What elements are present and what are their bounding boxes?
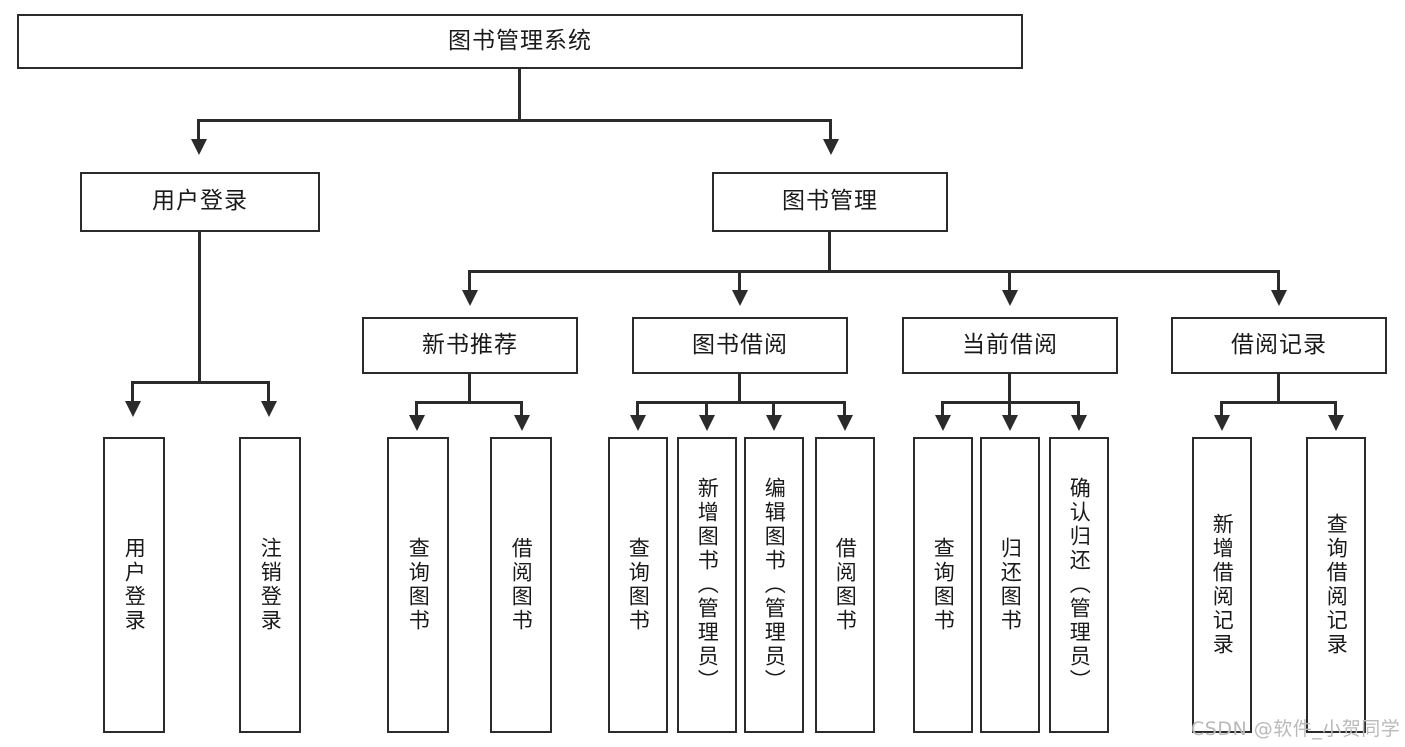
arrow-down-icon [1002, 415, 1018, 431]
connector-bookborrow-bar [636, 401, 846, 404]
arrow-down-icon [514, 415, 530, 431]
node-label: 当前借阅 [962, 331, 1058, 358]
connector-currentborrow-drop-1 [941, 401, 944, 417]
connector-currentborrow-drop-2 [1008, 401, 1011, 417]
arrow-down-icon [699, 415, 715, 431]
arrow-down-icon [191, 139, 207, 155]
connector-bookmgmt-drop-4 [1277, 270, 1280, 292]
connector-userlogin-right-drop [267, 381, 270, 403]
node-label: 确认归还（管理员） [1067, 477, 1092, 693]
node-label: 用户登录 [122, 537, 147, 633]
leaf-return-book[interactable]: 归还图书 [980, 437, 1040, 733]
node-label: 查询图书 [626, 537, 651, 633]
connector-bookborrow-drop-1 [636, 401, 639, 417]
node-label: 查询图书 [406, 537, 431, 633]
arrow-down-icon [935, 415, 951, 431]
node-label: 查询图书 [931, 537, 956, 633]
connector-root-stem [518, 69, 521, 121]
node-book-borrow[interactable]: 图书借阅 [632, 317, 848, 374]
connector-borrowrecord-stem [1277, 374, 1280, 403]
arrow-down-icon [630, 415, 646, 431]
leaf-confirm-return-admin[interactable]: 确认归还（管理员） [1049, 437, 1109, 733]
connector-newbook-drop-2 [520, 401, 523, 417]
arrow-down-icon [1071, 415, 1087, 431]
leaf-query-book[interactable]: 查询图书 [608, 437, 668, 733]
connector-userlogin-left-drop [131, 381, 134, 403]
node-label: 注销登录 [258, 537, 283, 633]
connector-userlogin-bar [131, 381, 270, 384]
connector-newbook-stem [468, 374, 471, 403]
arrow-down-icon [1328, 415, 1344, 431]
connector-bookmgmt-drop-3 [1008, 270, 1011, 292]
node-label: 图书借阅 [692, 331, 788, 358]
node-label: 借阅记录 [1231, 331, 1327, 358]
node-label: 归还图书 [998, 537, 1023, 633]
leaf-query-borrow-record[interactable]: 查询借阅记录 [1306, 437, 1366, 733]
node-borrow-record[interactable]: 借阅记录 [1171, 317, 1387, 374]
node-label: 新书推荐 [422, 331, 518, 358]
arrow-down-icon [837, 415, 853, 431]
arrow-down-icon [1271, 290, 1287, 306]
leaf-user-logout[interactable]: 注销登录 [239, 437, 301, 733]
leaf-borrow-book-recommend[interactable]: 借阅图书 [490, 437, 552, 733]
node-current-borrow[interactable]: 当前借阅 [902, 317, 1118, 374]
node-label: 借阅图书 [833, 537, 858, 633]
connector-borrowrecord-drop-1 [1220, 401, 1223, 417]
connector-borrowrecord-drop-2 [1334, 401, 1337, 417]
connector-bookmgmt-drop-2 [738, 270, 741, 292]
arrow-down-icon [462, 290, 478, 306]
connector-bookborrow-drop-2 [705, 401, 708, 417]
connector-root-right-drop [829, 119, 832, 141]
leaf-query-book-current[interactable]: 查询图书 [913, 437, 973, 733]
connector-bookborrow-drop-3 [772, 401, 775, 417]
node-book-management[interactable]: 图书管理 [712, 172, 948, 232]
node-label: 新增图书（管理员） [695, 477, 720, 693]
arrow-down-icon [125, 401, 141, 417]
node-label: 借阅图书 [509, 537, 534, 633]
connector-root-bar [197, 119, 832, 122]
arrow-down-icon [732, 290, 748, 306]
connector-bookmgmt-stem [828, 232, 831, 272]
arrow-down-icon [1214, 415, 1230, 431]
connector-bookborrow-stem [738, 374, 741, 403]
arrow-down-icon [1002, 290, 1018, 306]
connector-newbook-drop-1 [415, 401, 418, 417]
node-label: 图书管理 [782, 188, 878, 215]
connector-currentborrow-drop-3 [1077, 401, 1080, 417]
arrow-down-icon [261, 401, 277, 417]
connector-bookmgmt-drop-1 [468, 270, 471, 292]
connector-root-left-drop [197, 119, 200, 141]
node-label: 编辑图书（管理员） [762, 477, 787, 693]
node-root-system[interactable]: 图书管理系统 [17, 14, 1023, 69]
leaf-add-borrow-record[interactable]: 新增借阅记录 [1192, 437, 1252, 733]
watermark-text: CSDN @软件_小贺同学 [1191, 718, 1401, 740]
leaf-add-book-admin[interactable]: 新增图书（管理员） [677, 437, 737, 733]
connector-bookmgmt-bar [468, 270, 1280, 273]
node-label: 新增借阅记录 [1210, 513, 1235, 657]
connector-newbook-bar [415, 401, 523, 404]
node-label: 图书管理系统 [448, 27, 592, 54]
leaf-query-book-recommend[interactable]: 查询图书 [387, 437, 449, 733]
connector-bookborrow-drop-4 [843, 401, 846, 417]
connector-userlogin-stem [198, 232, 201, 383]
connector-currentborrow-stem [1008, 374, 1011, 403]
node-new-book-recommend[interactable]: 新书推荐 [362, 317, 578, 374]
node-label: 用户登录 [152, 188, 248, 215]
node-label: 查询借阅记录 [1324, 513, 1349, 657]
arrow-down-icon [409, 415, 425, 431]
leaf-user-login[interactable]: 用户登录 [103, 437, 165, 733]
arrow-down-icon [823, 139, 839, 155]
connector-borrowrecord-bar [1220, 401, 1337, 404]
leaf-borrow-book[interactable]: 借阅图书 [815, 437, 875, 733]
leaf-edit-book-admin[interactable]: 编辑图书（管理员） [744, 437, 804, 733]
arrow-down-icon [766, 415, 782, 431]
node-user-login[interactable]: 用户登录 [80, 172, 320, 232]
